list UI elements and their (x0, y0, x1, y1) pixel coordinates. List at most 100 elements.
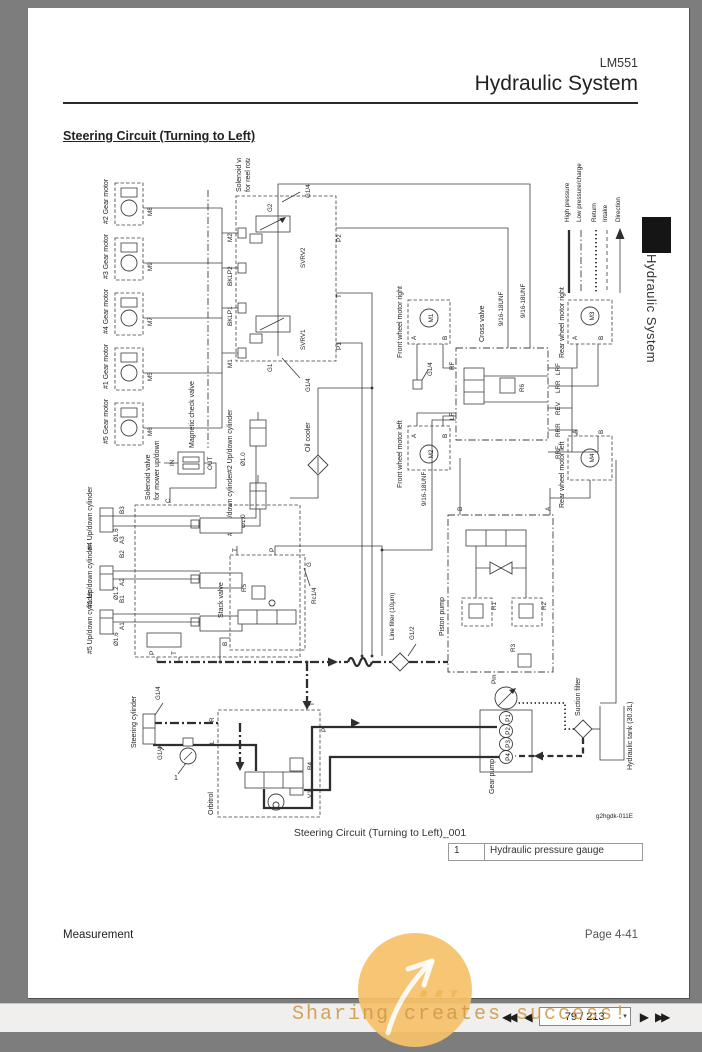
label-m5: M5 (147, 372, 154, 381)
label-m9: M9 (147, 262, 154, 271)
magnetic-check-valve: Magnetic check valve IN OUT (164, 381, 217, 503)
orbitrol-port-r: R (209, 717, 216, 722)
rw-left-b: B (598, 430, 605, 434)
legend-intake: Intake (602, 204, 609, 222)
label-sv-mower-1: Solenoid valve (145, 454, 152, 500)
page-indicator-input[interactable]: 79 / 213 ▾ (538, 1007, 631, 1026)
label-sv-mower-2: for mower up/down (154, 440, 161, 500)
port-a2: A2 (119, 578, 126, 586)
port-lrf: LRF (555, 363, 562, 375)
footer-section: Measurement (63, 929, 134, 941)
page-dropdown-icon[interactable]: ▾ (623, 1013, 627, 1020)
legend-low-pressure: Low pressure/charge (576, 163, 583, 222)
label-ud5-bore: Ø1.6 (113, 632, 120, 646)
legend-high-pressure: High pressure (564, 182, 571, 222)
piston-pump: Piston pump B A R1 R2 R3 Pm P1 P2 P3 P4 … (439, 458, 591, 794)
port-rrr: RRR (555, 423, 562, 437)
label-ud3: #3 Up/down cylinder (227, 472, 234, 536)
port-t-block: T (171, 651, 178, 655)
title-rule (63, 102, 638, 104)
legend-direction-arrow (615, 228, 625, 239)
rw-left-a: A (572, 429, 579, 434)
label-gm5: #5 Gear motor (103, 398, 110, 444)
pump-port-a: A (545, 506, 552, 511)
orbitrol-steering: Orbitrol R L T P R4 V1 Steering cylinder… (131, 686, 499, 818)
label-svrv1: SVRV1 (300, 329, 307, 350)
gauge-ref-number: 1 (174, 775, 178, 782)
stack-port-p: P (269, 548, 276, 552)
port-p1: P1 (336, 342, 343, 350)
label-p3c: P3 (505, 740, 512, 748)
label-ud4-bore: Ø1.6 (113, 528, 120, 542)
label-unf-1: 9/16-18UNF (498, 292, 505, 326)
label-motor-m1: M1 (428, 313, 435, 322)
rw-right-b: B (598, 336, 605, 340)
label-g12: G1/2 (409, 626, 416, 640)
chapter-side-tab: Hydraulic System (644, 254, 659, 364)
label-g14-cyl-bot: G1/4 (157, 746, 164, 760)
port-m1: M1 (227, 359, 234, 368)
label-r2: R2 (541, 601, 548, 610)
legend: High pressure Low pressure/charge Return… (564, 163, 625, 293)
port-b1: B1 (119, 595, 126, 603)
label-mag-check: Magnetic check valve (189, 381, 196, 448)
orbitrol-port-p: P (321, 728, 328, 732)
gear-motors: #2 Gear motor M8 #3 Gear motor M9 #4 Gea… (103, 178, 154, 446)
port-bklp1: BKLP1 (227, 306, 234, 326)
fw-left-b: B (442, 434, 449, 438)
part-number-cell: 1 (448, 843, 485, 861)
label-cross-valve: Cross valve (479, 305, 486, 342)
front-wheel-motors: Front wheel motor right M1 A B G1/4 Fron… (397, 286, 456, 488)
main-lines: Line filter (10μm) G1/2 (143, 183, 531, 710)
label-motor-m3: M3 (589, 311, 596, 320)
port-rf: RF (449, 361, 456, 370)
footer-page-number: Page 4-41 (584, 929, 638, 941)
label-rc14: Rc1/4 (311, 587, 318, 604)
legend-return: Return (591, 203, 598, 222)
label-steering-cyl: Steering cylinder (131, 695, 138, 748)
first-page-button[interactable]: ◀◀ (502, 1009, 518, 1024)
label-gear-pump: Gear pump (489, 759, 496, 794)
stack-valve: Stack valve T P G B R5 Rc1/4 (218, 546, 318, 662)
port-p2: P2 (336, 234, 343, 242)
label-g14-cyl-top: G1/4 (155, 686, 162, 700)
label-rw-right: Rear wheel motor right (559, 287, 566, 358)
parts-table: 1 Hydraulic pressure gauge (448, 843, 643, 861)
document-page (28, 8, 690, 999)
fw-left-a: A (411, 433, 418, 438)
label-p4c: P4 (505, 753, 512, 761)
rw-right-a: A (572, 335, 579, 340)
next-page-button[interactable]: ▶ (639, 1009, 649, 1024)
last-page-button[interactable]: ▶▶ (654, 1009, 671, 1024)
port-g1: G1 (267, 363, 274, 372)
rear-wheel-motors: Rear wheel motor right M3 A B Rear wheel… (559, 287, 617, 704)
document-title: Hydraulic System (474, 72, 638, 95)
port-b2: B2 (119, 550, 126, 558)
previous-page-button[interactable]: ◀ (523, 1009, 532, 1024)
label-r3: R3 (510, 643, 517, 652)
fw-right-a: A (411, 335, 418, 340)
orbitrol-port-l: L (209, 740, 216, 744)
label-r6: R6 (519, 383, 526, 392)
label-g14-test: G1/4 (427, 362, 434, 376)
label-r1: R1 (491, 601, 498, 610)
stack-port-t: T (232, 548, 239, 552)
label-motor-m2: M2 (428, 449, 435, 458)
label-g14-top: G1/4 (305, 184, 312, 198)
updown-cylinders-23: #2 Up/down cylinder Ø1.0 #3 Up/down cyli… (227, 409, 267, 536)
label-ud3-bore: Ø1.0 (240, 514, 247, 528)
fw-right-b: B (442, 336, 449, 340)
label-rw-left: Rear wheel motor left (559, 441, 566, 508)
label-pm: Pm (491, 675, 498, 684)
label-fw-right: Front wheel motor right (397, 286, 404, 358)
part-desc-cell: Hydraulic pressure gauge (485, 843, 643, 861)
port-t: T (336, 294, 343, 298)
label-ud5: #5 Up/down cylinder (87, 590, 94, 654)
hydraulic-schematic: High pressure Low pressure/charge Return… (87, 158, 634, 820)
page-navigation: ◀◀ ◀ 79 / 213 ▾ ▶ ▶▶ (502, 1007, 671, 1026)
label-stack-valve: Stack valve (218, 582, 225, 618)
page-indicator-value: 79 / 213 (564, 1010, 605, 1023)
legend-direction: Direction (615, 197, 622, 222)
orbitrol-port-t: T (309, 702, 316, 706)
cross-valve: Cross valve RF LF R6 LRF LRR REV RRR RRF… (382, 284, 572, 551)
